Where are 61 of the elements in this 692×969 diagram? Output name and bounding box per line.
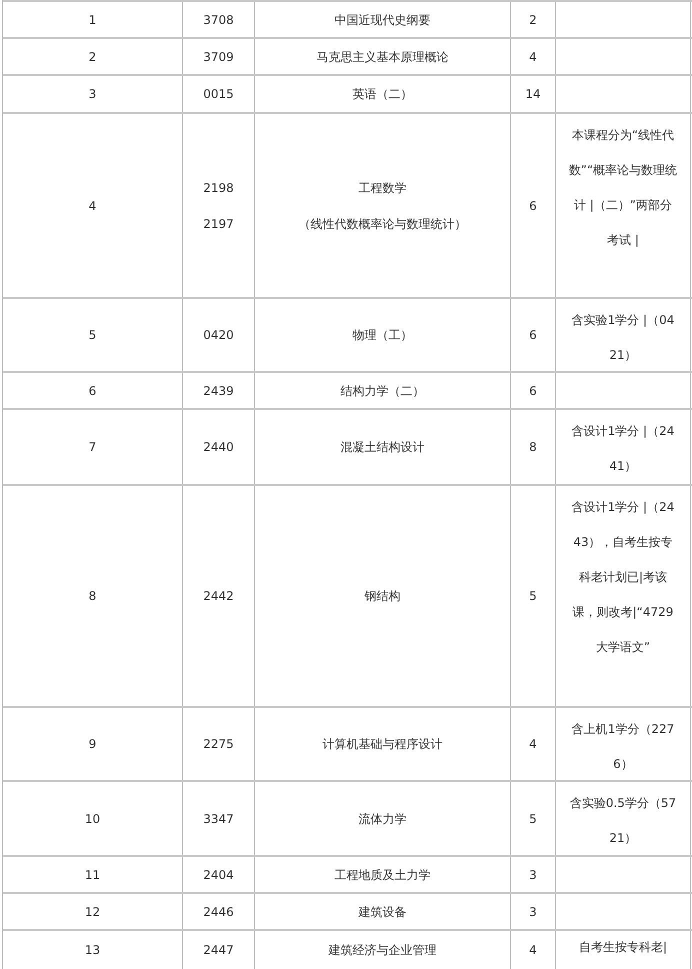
credit-count: 6 <box>529 198 537 214</box>
course-name: 建筑经济与企业管理 <box>328 942 436 959</box>
row-number: 8 <box>88 588 96 605</box>
credit-count: 2 <box>529 12 537 28</box>
course-name: 建筑设备 <box>358 904 406 920</box>
credit-count: 6 <box>529 327 537 344</box>
course-code: 3347 <box>203 810 234 828</box>
course-name: 钢结构 <box>364 588 400 605</box>
note-text: 含上机1学分（2276） <box>570 721 676 773</box>
credit-count: 6 <box>529 382 537 400</box>
row-number: 13 <box>84 942 100 959</box>
course-code: 2404 <box>203 866 234 884</box>
credit-count: 4 <box>529 48 537 66</box>
course-name: 结构力学（二） <box>340 382 424 400</box>
row-number: 3 <box>88 86 96 103</box>
credit-count: 4 <box>529 942 537 959</box>
row-number: 7 <box>88 439 96 456</box>
row-number: 12 <box>84 904 100 920</box>
course-name: 计算机基础与程序设计 <box>322 736 442 753</box>
row-number: 1 <box>88 12 96 28</box>
row-number: 2 <box>88 48 96 66</box>
course-name: 混凝土结构设计 <box>340 439 424 456</box>
course-code: 2440 <box>203 439 234 456</box>
course-name: 工程地质及土力学 <box>334 866 430 884</box>
course-name: 中国近现代史纲要 <box>334 12 430 28</box>
row-number: 9 <box>88 736 96 753</box>
course-code: 2198 <box>203 180 234 196</box>
row-number: 6 <box>88 382 96 400</box>
row-number: 5 <box>88 327 96 344</box>
course-code: 2275 <box>203 736 234 753</box>
credit-count: 3 <box>529 866 537 884</box>
note-text: 本课程分为“线性代数”“概率论与数理统计 |（二）”两部分考试 | <box>568 127 678 249</box>
course-code: 3708 <box>203 12 234 28</box>
course-name: 流体力学 <box>358 810 406 828</box>
credit-count: 14 <box>525 86 541 103</box>
credit-count: 8 <box>529 439 537 456</box>
row-number: 10 <box>84 810 100 828</box>
credit-count: 3 <box>529 904 537 920</box>
note-text: 含实验0.5学分（5721） <box>568 795 678 847</box>
note-text: 自考生按专科老| <box>578 939 668 956</box>
course-code: 0015 <box>203 86 234 103</box>
course-code: 2197 <box>203 216 234 232</box>
course-name: 工程数学 <box>358 180 406 196</box>
course-name: （线性代数概率论与数理统计） <box>298 216 466 232</box>
credit-count: 5 <box>529 588 537 605</box>
course-code: 3709 <box>203 48 234 66</box>
credit-count: 4 <box>529 736 537 753</box>
course-code: 2446 <box>203 904 234 920</box>
note-text: 含设计1学分 |（2443），自考生按专科老计划已|考该课，则改考|“4729大学语文” <box>570 499 676 656</box>
course-name: 英语（二） <box>352 86 412 103</box>
row-number: 4 <box>88 198 96 214</box>
course-code: 2439 <box>203 382 234 400</box>
course-code: 0420 <box>203 327 234 344</box>
note-text: 含设计1学分 |（2441） <box>570 423 676 475</box>
course-name: 物理（工） <box>352 327 412 344</box>
note-text: 含实验1学分 |（0421） <box>570 312 676 364</box>
credit-count: 5 <box>529 810 537 828</box>
course-name: 马克思主义基本原理概论 <box>316 48 448 66</box>
course-code: 2447 <box>203 942 234 959</box>
course-code: 2442 <box>203 588 234 605</box>
row-number: 11 <box>84 866 100 884</box>
